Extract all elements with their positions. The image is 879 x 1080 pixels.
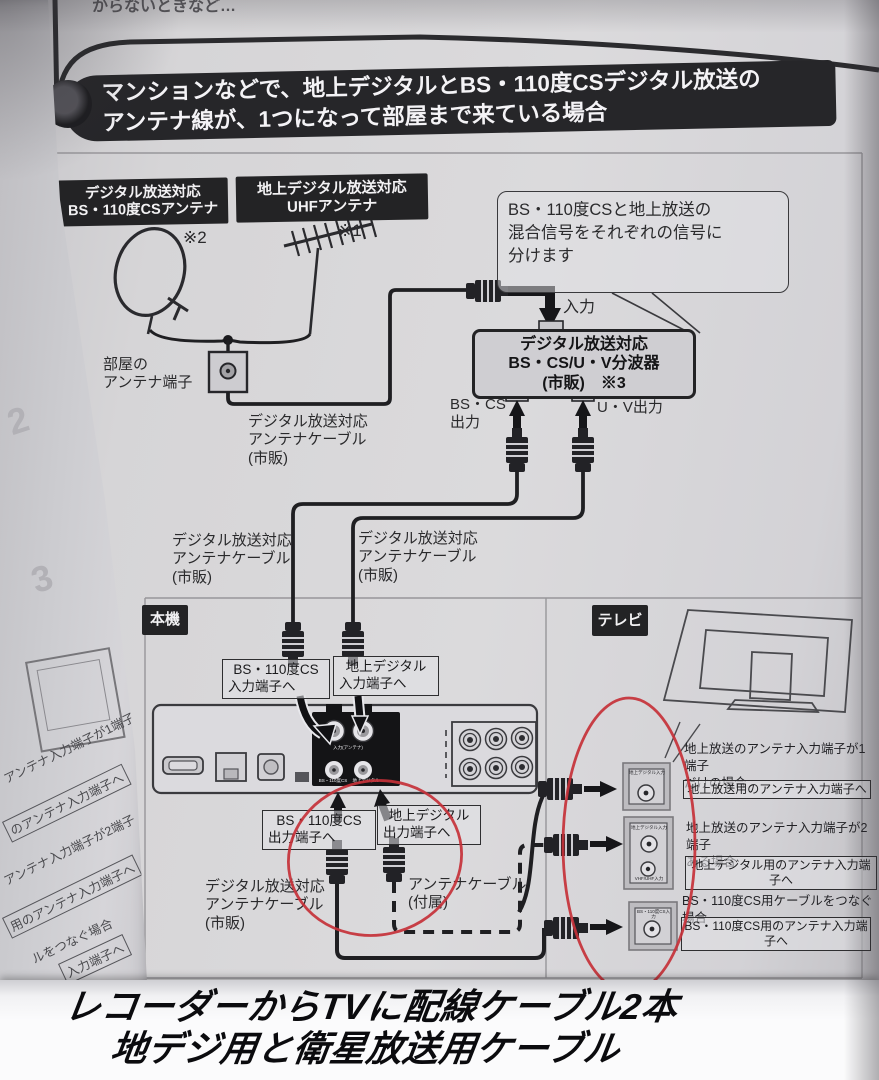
tv-case2-target: 地上デジタル用のアンテナ入力端子へ	[685, 856, 877, 890]
bottom-annotation-strip: レコーダーからTVに配線ケーブル2本 地デジ用と衛星放送用ケーブル	[0, 980, 879, 1080]
to-bs-output-label: BS・110度CS 出力端子へ	[262, 810, 376, 850]
cable-supplied-line2: (付属)	[408, 894, 448, 912]
tv-case2-line1: 地上放送のアンテナ入力端子が2端子	[686, 821, 868, 852]
to-gd-output-line2: 出力端子へ	[383, 824, 451, 840]
to-terrestrial-input-label: 地上デジタル 入力端子へ	[333, 656, 439, 696]
cable-label-line2: アンテナケーブル	[205, 896, 324, 914]
plate1-label: 地上デジタル入力	[629, 770, 665, 775]
to-gd-input-line2: 入力端子へ	[339, 675, 407, 691]
previous-section-partial: からないときなど…	[92, 0, 332, 13]
cable-label-line1: デジタル放送対応	[205, 878, 325, 895]
panel-bs-label: BS・110度CS	[318, 778, 348, 783]
splitter-callout: BS・110度CSと地上放送の 混合信号をそれぞれの信号に 分けます	[497, 191, 789, 293]
cable-label-supplied: アンテナケーブル (付属)	[408, 876, 527, 913]
bs-cs-output-line2: 出力	[450, 414, 481, 432]
splitter-input-label: 入力	[563, 299, 596, 316]
section-tab-tv: テレビ	[592, 605, 648, 636]
cable-label-line1: デジタル放送対応	[172, 532, 292, 549]
cable-label-line3: (市販)	[358, 566, 398, 584]
wall-antenna-outlet-icon	[207, 350, 249, 394]
room-terminal-label: 部屋の アンテナ端子	[103, 356, 192, 393]
cable-label-line3: (市販)	[248, 449, 288, 467]
tv-terminal-plates	[622, 762, 678, 951]
partial-text: からないときなど…	[92, 0, 237, 13]
note-2: ※2	[183, 228, 207, 247]
callout-line1: BS・110度CSと地上放送の	[508, 201, 712, 219]
uhf-antenna-icon	[283, 211, 378, 335]
to-bs-output-line1: BS・110度CS	[276, 813, 362, 828]
cable-label-line3: (市販)	[205, 914, 245, 932]
cable-label-line2: アンテナケーブル	[358, 548, 477, 566]
to-bs-input-label: BS・110度CS 入力端子へ	[222, 659, 330, 699]
small-port-icon	[295, 772, 309, 782]
caption-line2: 地デジ用と衛星放送用ケーブル	[108, 1028, 623, 1070]
callout-line3: 分けます	[508, 246, 574, 265]
plate2-top-label: 地上デジタル入力	[631, 825, 667, 830]
cable-label-mid-center: デジタル放送対応 アンテナケーブル (市販)	[358, 530, 478, 585]
bs-cs-output-label: BS・CS 出力	[450, 396, 506, 433]
bs-cs-output-line1: BS・CS	[450, 396, 506, 413]
splitter-line1: デジタル放送対応	[520, 335, 648, 353]
note-1: ※1	[338, 221, 362, 240]
plate2-bottom-label: VHF/UHF入力	[634, 876, 664, 881]
bs-antenna-label: デジタル放送対応 BS・110度CSアンテナ	[57, 177, 229, 227]
tv-case3-target: BS・110度CS用のアンテナ入力端子へ	[681, 917, 871, 951]
room-terminal-line1: 部屋の	[103, 356, 149, 373]
cable-label-line1: デジタル放送対応	[248, 413, 368, 430]
uv-output-label: U・V出力	[597, 399, 663, 416]
cable-label-line3: (市販)	[172, 568, 212, 586]
to-bs-input-line2: 入力端子へ	[228, 678, 296, 694]
rca-jack-panel	[445, 721, 537, 787]
cable-label-bottom: デジタル放送対応 アンテナケーブル (市販)	[205, 878, 325, 933]
panel-input-label: 入力(アンテナ)	[333, 745, 363, 750]
splitter-line3: (市販) ※3	[542, 374, 626, 392]
bs-antenna-label-line2: BS・110度CSアンテナ	[67, 200, 219, 220]
cable-label-line2: アンテナケーブル	[248, 431, 367, 449]
cable-label-line2: アンテナケーブル	[172, 550, 291, 568]
plate3-label: BS・110度CS入力	[637, 909, 670, 920]
cable-label-line1: デジタル放送対応	[358, 530, 478, 547]
cable-label-top: デジタル放送対応 アンテナケーブル (市販)	[248, 413, 368, 468]
cable-label-mid-left: デジタル放送対応 アンテナケーブル (市販)	[172, 532, 292, 587]
to-gd-input-line1: 地上デジタル	[345, 659, 427, 674]
splitter-line2: BS・CS/U・V分波器	[508, 355, 660, 373]
caption-line1: レコーダーからTVに配線ケーブル2本	[62, 986, 681, 1027]
uhf-antenna-label: 地上デジタル放送対応 UHFアンテナ	[235, 173, 429, 223]
to-bs-output-line2: 出力端子へ	[268, 829, 336, 845]
bs-dish-antenna-icon	[113, 226, 189, 335]
tv-case1-line1: 地上放送のアンテナ入力端子が1端子	[684, 742, 866, 773]
underlying-step3: 3	[26, 555, 58, 601]
room-terminal-line2: アンテナ端子	[103, 374, 193, 392]
callout-line2: 混合信号をそれぞれの信号に	[508, 223, 723, 242]
tv-case1-target: 地上放送用のアンテナ入力端子へ	[683, 780, 871, 799]
caption: レコーダーからTVに配線ケーブル2本 地デジ用と衛星放送用ケーブル	[56, 986, 879, 1071]
section-tab-recorder: 本機	[142, 605, 188, 635]
to-terrestrial-output-label: 地上デジタル 出力端子へ	[377, 805, 481, 845]
tv-back-illustration	[662, 609, 853, 763]
to-bs-input-line1: BS・110度CS	[233, 662, 319, 677]
recorder-back-panel	[151, 703, 539, 795]
underlying-step2: 2	[2, 397, 34, 443]
cable-supplied-line1: アンテナケーブル	[408, 876, 527, 893]
panel-terrestrial-label: 地上デジタル	[352, 778, 380, 783]
uhf-antenna-label-line2: UHFアンテナ	[286, 197, 378, 216]
to-gd-output-line1: 地上デジタル	[388, 808, 470, 823]
splitter-box: デジタル放送対応 BS・CS/U・V分波器 (市販) ※3	[472, 329, 696, 399]
